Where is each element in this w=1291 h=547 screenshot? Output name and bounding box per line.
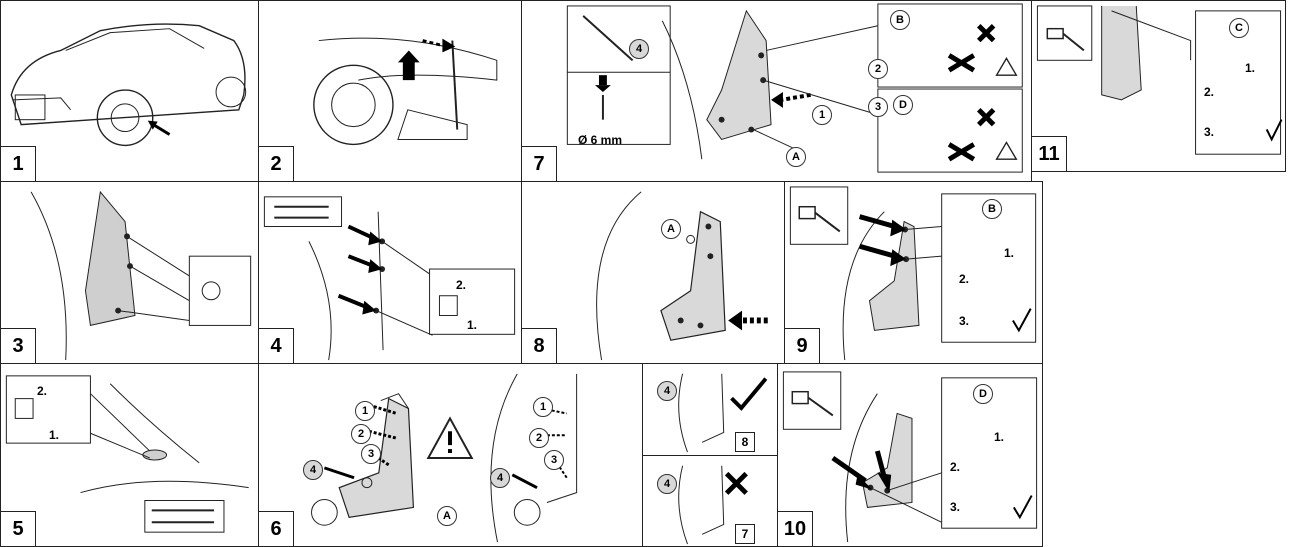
substep-1: 1.	[467, 318, 478, 332]
step-9-panel: B 1. 2. 3. 9	[784, 181, 1043, 364]
drill-mudflap-illustration	[566, 3, 1023, 173]
label-4: 4	[490, 468, 510, 488]
substep-2: 2.	[950, 460, 961, 474]
remove-underside-clip-illustration	[5, 375, 249, 533]
label-4: 4	[657, 381, 677, 401]
label-A: A	[437, 506, 457, 526]
label-A: A	[661, 219, 681, 239]
substep-3: 3.	[950, 500, 961, 514]
step-number: 11	[1032, 136, 1067, 171]
step-number: 3	[1, 328, 36, 363]
substep-1: 1.	[994, 430, 1005, 444]
step-1-panel: 1	[0, 0, 259, 182]
label-3: 3	[868, 97, 888, 117]
step-number: 4	[259, 328, 294, 363]
label-2: 2	[351, 424, 371, 444]
step-number: 9	[785, 328, 820, 363]
label-1: 1	[355, 401, 375, 421]
substep-1: 1.	[49, 428, 60, 442]
substep-3: 3.	[959, 314, 970, 328]
step-number: 1	[1, 146, 36, 181]
label-3: 3	[361, 444, 381, 464]
remove-clips-illustration	[30, 190, 252, 361]
step-number: 5	[1, 511, 36, 546]
correct-illustration	[678, 373, 768, 453]
step-7-panel: Ø 6 mm 4 1 A B 2 3 D 7	[521, 0, 1032, 182]
step-number: 8	[522, 328, 557, 363]
step-11-panel: C 1. 2. 3. 11	[1031, 0, 1286, 172]
step-3-panel: 3	[0, 181, 259, 364]
label-D: D	[973, 384, 993, 404]
substep-3: 3.	[1204, 125, 1215, 139]
car-illustration	[10, 23, 247, 147]
remove-fasteners-illustration	[263, 196, 516, 361]
step-5-panel: 2. 1. 5	[0, 363, 259, 547]
label-2: 2	[868, 59, 888, 79]
incorrect-position-inset: 4 7	[642, 455, 778, 547]
rivet-lower-illustration	[782, 371, 1038, 543]
ref-step-7: 7	[735, 524, 755, 544]
correct-position-inset: 4 8	[642, 363, 778, 456]
label-C: C	[1229, 18, 1249, 38]
label-3: 3	[544, 450, 564, 470]
substep-2: 2.	[959, 272, 970, 286]
step-number: 7	[522, 146, 557, 181]
substep-1: 1.	[1245, 61, 1256, 75]
step-number: 10	[778, 511, 813, 546]
label-B: B	[890, 10, 910, 30]
step-10-panel: D 1. 2. 3. 10	[777, 363, 1043, 547]
substep-2: 2.	[1204, 85, 1215, 99]
substep-2: 2.	[456, 278, 467, 292]
label-2: 2	[529, 428, 549, 448]
label-A: A	[786, 147, 806, 167]
label-4: 4	[629, 39, 649, 59]
label-4: 4	[657, 474, 677, 494]
jack-illustration	[313, 37, 498, 146]
rivet-upper-illustration	[789, 186, 1037, 361]
label-4: 4	[303, 460, 323, 480]
ref-step-8: 8	[735, 432, 755, 452]
step-4-panel: 2. 1. 4	[258, 181, 522, 364]
step-8-panel: A 8	[521, 181, 785, 364]
substep-1: 1.	[1004, 246, 1015, 260]
step-2-panel: 2	[258, 0, 522, 182]
label-B: B	[982, 199, 1002, 219]
incorrect-illustration	[678, 465, 748, 545]
step-number: 2	[259, 146, 294, 181]
substep-2: 2.	[37, 384, 48, 398]
label-1: 1	[812, 105, 832, 125]
label-1: 1	[533, 397, 553, 417]
position-mudflap-illustration	[596, 191, 768, 361]
step-number: 6	[259, 511, 294, 546]
drill-size-label: Ø 6 mm	[578, 133, 623, 147]
label-D: D	[893, 95, 913, 115]
mudflap-overview-illustration	[311, 373, 578, 543]
step-6-panel: 1 2 3 4 A 1 2 3 4 6	[258, 363, 643, 547]
